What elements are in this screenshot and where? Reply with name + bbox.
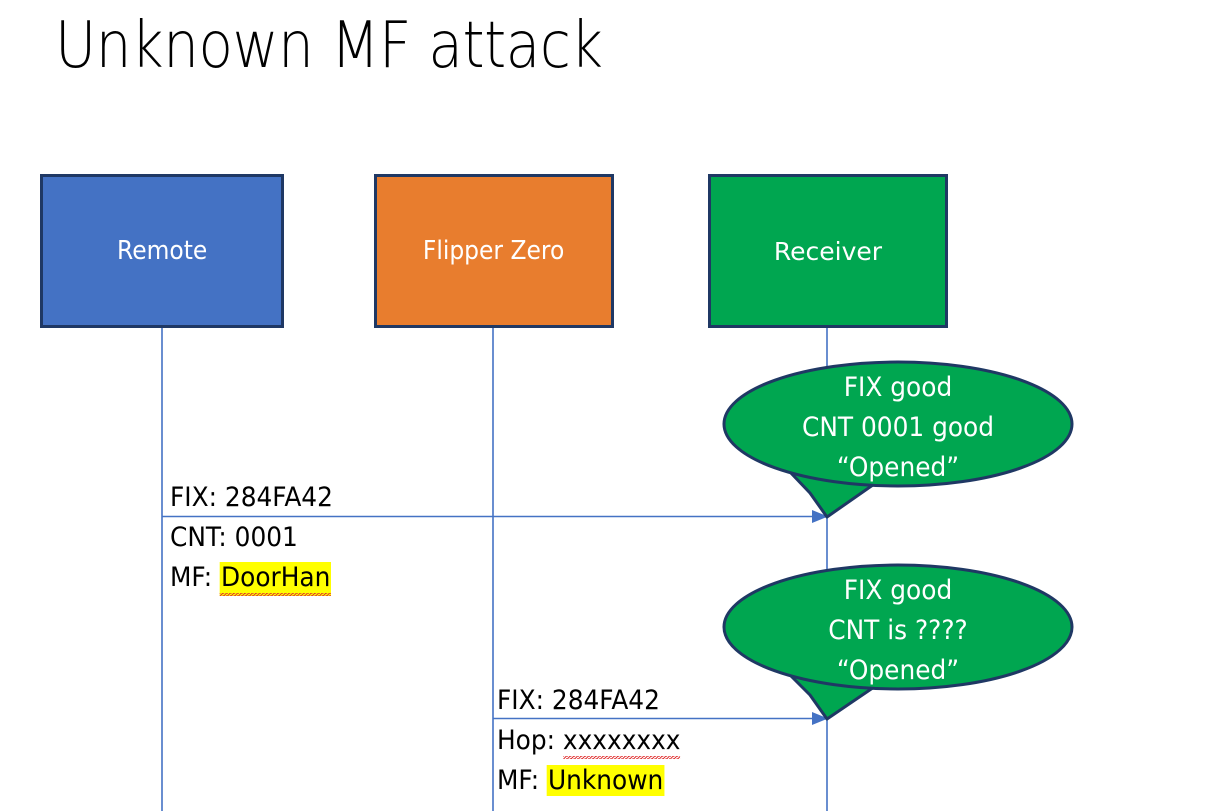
- message-1-line-2-value: 0001: [234, 522, 298, 553]
- actor-label-receiver: Receiver: [773, 236, 883, 266]
- actor-label-remote: Remote: [116, 236, 208, 266]
- message-1-line-1-value: 284FA42: [224, 482, 333, 513]
- callout-bubble-2: [722, 563, 1074, 721]
- message-2-line-1-label: FIX:: [497, 685, 552, 716]
- message-2-line-2-value: xxxxxxxx: [562, 725, 681, 759]
- page-title: Unknown MF attack: [55, 9, 603, 83]
- message-1-line-3-value: DoorHan: [220, 562, 332, 596]
- message-2-line-3-label: MF:: [497, 765, 548, 796]
- callout-bubble-1: [722, 360, 1074, 519]
- message-arrow-1: [162, 510, 828, 523]
- actor-box-flipper[interactable]: Flipper Zero: [374, 174, 614, 328]
- actor-label-flipper: Flipper Zero: [423, 236, 565, 266]
- message-2-line-2-label: Hop:: [497, 725, 563, 756]
- message-1-line-1-label: FIX:: [170, 482, 225, 513]
- message-1-line-2-label: CNT:: [170, 522, 235, 553]
- message-2-line-3: MF: Unknown: [497, 761, 696, 801]
- message-1-line-2: CNT: 0001: [170, 518, 347, 558]
- message-1-line-1: FIX: 284FA42: [170, 478, 347, 518]
- actor-box-remote[interactable]: Remote: [40, 174, 284, 328]
- message-2-labels: FIX: 284FA42 Hop: xxxxxxxx MF: Unknown: [497, 681, 696, 801]
- message-2-line-2: Hop: xxxxxxxx: [497, 721, 696, 761]
- message-1-line-3-label: MF:: [170, 562, 221, 593]
- message-2-line-1: FIX: 284FA42: [497, 681, 696, 721]
- message-arrow-2: [493, 712, 828, 725]
- message-1-labels: FIX: 284FA42 CNT: 0001 MF: DoorHan: [170, 478, 347, 598]
- actor-box-receiver[interactable]: Receiver: [708, 174, 948, 328]
- message-2-line-3-value: Unknown: [547, 765, 665, 796]
- message-2-line-1-value: 284FA42: [551, 685, 660, 716]
- message-1-line-3: MF: DoorHan: [170, 558, 347, 598]
